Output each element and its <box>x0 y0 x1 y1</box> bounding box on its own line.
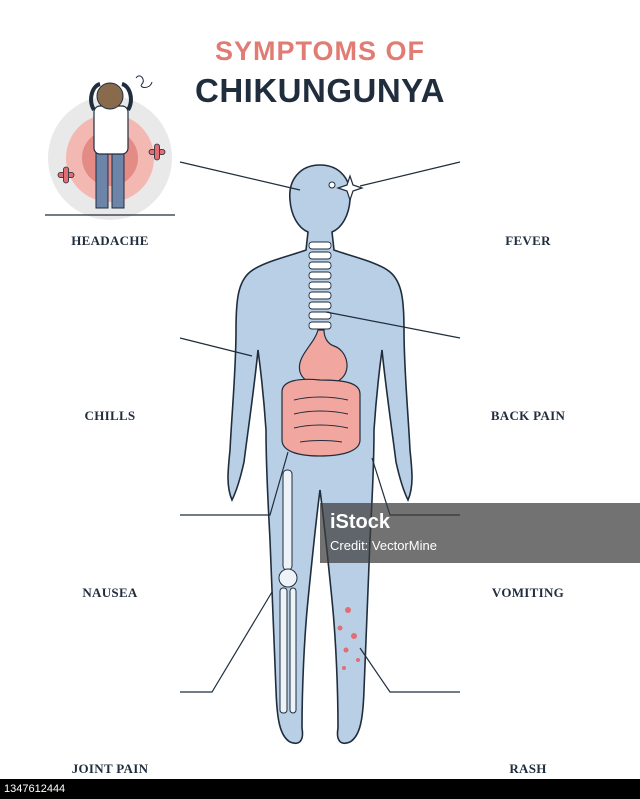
watermark-brand: iStock <box>330 511 391 533</box>
label-joint-pain: JOINT PAIN <box>71 761 149 776</box>
label-rash: RASH <box>509 761 547 776</box>
leg-skeleton <box>278 469 298 714</box>
label-headache: HEADACHE <box>71 233 149 248</box>
watermark-credit: Credit: VectorMine <box>330 538 437 553</box>
spine-vertebrae <box>308 241 332 330</box>
label-vomiting: VOMITING <box>491 585 565 600</box>
rash-spots <box>337 607 360 670</box>
label-nausea: NAUSEA <box>82 585 138 600</box>
human-body-figure <box>227 164 413 744</box>
title-line-1: SYMPTOMS OF <box>214 36 426 66</box>
watermark-overlay: iStock Credit: VectorMine <box>320 503 640 563</box>
stock-image-id: 1347612444 <box>0 779 640 799</box>
label-back-pain: BACK PAIN <box>490 408 566 423</box>
label-fever: FEVER <box>505 233 551 248</box>
digestive-organs <box>281 329 361 457</box>
label-chills: CHILLS <box>84 408 136 423</box>
title-line-2: CHIKUNGUNYA <box>195 72 445 109</box>
sparkle-icon <box>336 174 364 202</box>
headache-illustration <box>45 75 175 220</box>
